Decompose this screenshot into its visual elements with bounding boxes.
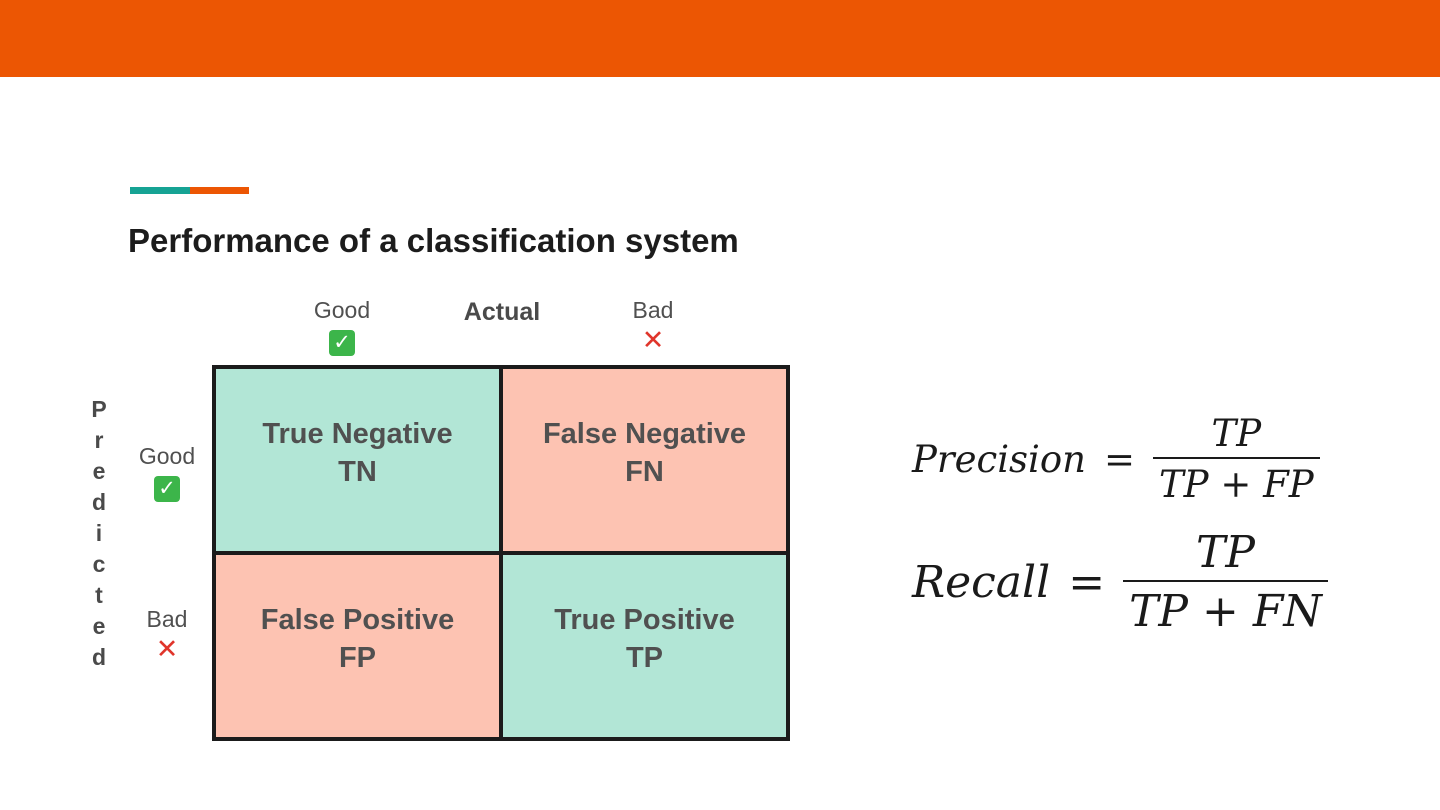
title-accent-teal [130, 187, 190, 194]
predicted-letter: d [91, 644, 107, 670]
column-header-bad-label: Bad [632, 297, 674, 323]
cell-name: False Negative [542, 418, 747, 450]
row-header-good: Good ✓ [122, 443, 212, 503]
predicted-letter: e [92, 458, 106, 484]
cell-abbr: TP [625, 642, 664, 674]
precision-lhs: Precision [912, 437, 1086, 481]
plus-sign: + [1220, 463, 1252, 506]
column-header-good-label: Good [313, 297, 371, 323]
cell-true-negative: True Negative TN [216, 369, 499, 551]
denominator-term: FN [1252, 586, 1322, 637]
plus-sign: + [1202, 586, 1239, 637]
cell-name: True Negative [262, 418, 453, 450]
equals-sign: = [1103, 437, 1135, 481]
predicted-letter: i [95, 520, 103, 546]
denominator-term: TP [1129, 586, 1189, 637]
recall-fraction: TP TP + FN [1123, 527, 1328, 637]
recall-denominator: TP + FN [1123, 580, 1328, 637]
denominator-term: FP [1263, 463, 1314, 506]
equals-sign: = [1068, 556, 1106, 608]
actual-axis-label: Actual [463, 298, 541, 326]
recall-formula: Recall = TP TP + FN [912, 527, 1328, 637]
cell-true-positive: True Positive TP [503, 555, 786, 737]
cell-abbr: FN [625, 456, 664, 488]
top-banner [0, 0, 1440, 77]
precision-formula: Precision = TP TP + FP [912, 412, 1320, 506]
denominator-term: TP [1158, 463, 1209, 506]
precision-fraction: TP TP + FP [1152, 412, 1320, 506]
slide-title: Performance of a classification system [128, 222, 739, 259]
predicted-letter: e [92, 613, 106, 639]
check-icon: ✓ [329, 330, 355, 356]
cell-abbr: TN [338, 456, 377, 488]
precision-numerator: TP [1211, 412, 1262, 455]
cell-name: False Positive [260, 604, 455, 636]
column-header-bad: Bad ✕ [603, 297, 703, 357]
column-header-good: Good ✓ [292, 297, 392, 357]
cell-name: True Positive [554, 604, 735, 636]
predicted-letter: r [94, 427, 104, 453]
predicted-letter: t [95, 582, 103, 608]
predicted-letter: c [92, 551, 106, 577]
cross-icon: ✕ [641, 325, 665, 355]
row-header-good-label: Good [138, 443, 196, 469]
title-accent-orange [190, 187, 249, 194]
predicted-letter: d [91, 489, 107, 515]
recall-lhs: Recall [912, 556, 1051, 608]
metric-formulas: Precision = TP TP + FP Recall = TP TP + … [912, 412, 1342, 652]
row-header-bad-label: Bad [146, 606, 188, 632]
check-icon: ✓ [154, 476, 180, 502]
cell-false-negative: False Negative FN [503, 369, 786, 551]
precision-denominator: TP + FP [1152, 457, 1320, 506]
cell-false-positive: False Positive FP [216, 555, 499, 737]
cell-abbr: FP [338, 642, 377, 674]
row-header-bad: Bad ✕ [122, 606, 212, 666]
recall-numerator: TP [1196, 527, 1255, 578]
predicted-letter: P [91, 396, 107, 422]
confusion-matrix: True Negative TN False Negative FN False… [212, 365, 790, 741]
cross-icon: ✕ [155, 634, 179, 664]
